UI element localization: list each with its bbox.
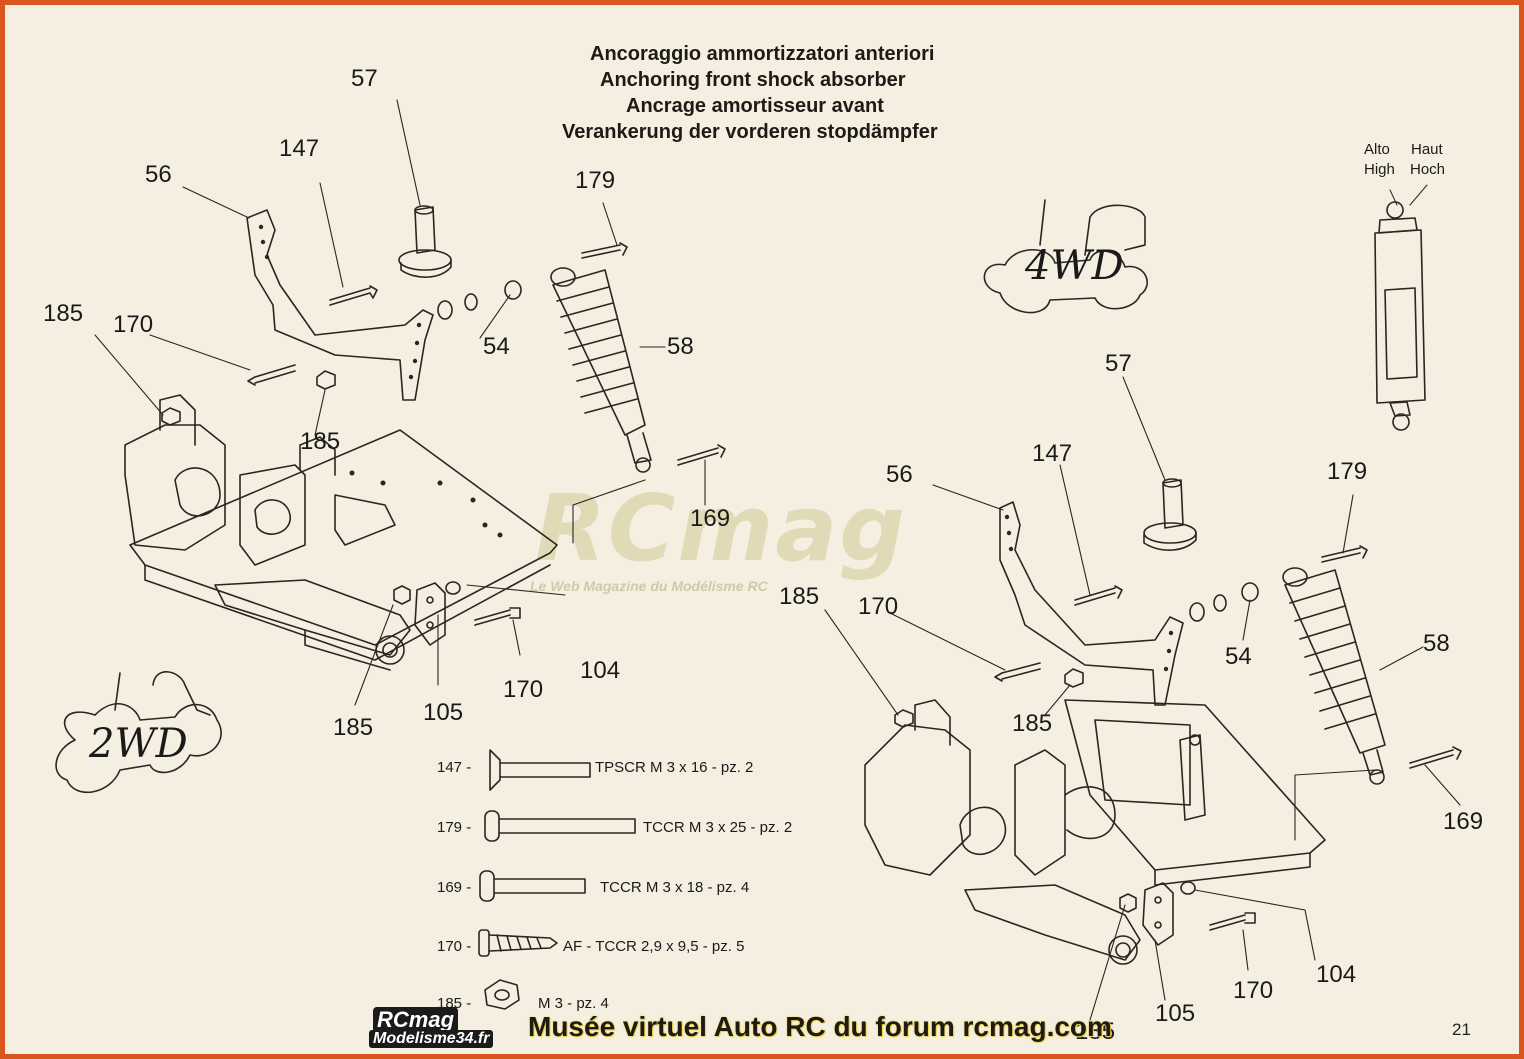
watermark-tagline: Le Web Magazine du Modélisme RC (530, 578, 768, 594)
left-bulkhead (124, 424, 226, 551)
callout-185-right-a: 185 (779, 583, 820, 610)
legend-screw-179-drawing (484, 810, 636, 842)
callout-105-left: 105 (423, 699, 464, 726)
rcmag-logo: RCmag (373, 1007, 459, 1033)
callout-54-right: 54 (1225, 643, 1252, 670)
callout-57-right: 57 (1105, 350, 1132, 377)
left-screw-170 (247, 364, 296, 386)
callout-104-right: 104 (1316, 961, 1357, 988)
legend-code-169: 169 - (437, 879, 472, 896)
shock-position-inset (1374, 184, 1428, 431)
callout-179-right: 179 (1327, 458, 1368, 485)
right-lower-arm (964, 884, 1141, 961)
left-shock-absorber (550, 267, 652, 473)
left-chassis-plate (129, 429, 558, 646)
legend-screw-147-drawing (489, 749, 591, 791)
two-wd-bone-shape (55, 703, 222, 794)
callout-169-right: 169 (1443, 808, 1484, 835)
callout-57-left: 57 (351, 65, 378, 92)
callout-185-left-c: 185 (333, 714, 374, 741)
page-number: 21 (1452, 1020, 1471, 1039)
callout-179-left: 179 (575, 167, 616, 194)
left-screw-147 (329, 285, 378, 306)
right-shock-tower (999, 501, 1184, 706)
label-high: High (1364, 161, 1395, 178)
legend-code-147: 147 - (437, 759, 472, 776)
legend-desc-170: AF - TCCR 2,9 x 9,5 - pz. 5 (563, 938, 745, 955)
callout-104-left: 104 (580, 657, 621, 684)
callout-147-right: 147 (1032, 440, 1073, 467)
label-2wd: 2WD (89, 721, 188, 767)
label-hoch: Hoch (1410, 161, 1446, 178)
callout-185-right-c: 185 (1075, 1018, 1116, 1045)
callout-170-right-a: 170 (858, 593, 899, 620)
title-german: Verankerung der vorderen stopdämpfer (562, 121, 938, 143)
left-screw-169 (677, 444, 726, 466)
callout-170-left-a: 170 (113, 311, 154, 338)
legend-screw-169-drawing (479, 870, 586, 902)
callout-105-right: 105 (1155, 1000, 1196, 1027)
callout-56-left: 56 (145, 161, 172, 188)
callout-169-left: 169 (690, 505, 731, 532)
callout-58-right: 58 (1423, 630, 1450, 657)
left-hub-plate (414, 582, 446, 646)
legend-screw-170-drawing (478, 929, 558, 957)
label-haut: Haut (1411, 141, 1443, 158)
label-alto: Alto (1364, 141, 1390, 158)
legend-desc-179: TCCR M 3 x 25 - pz. 2 (643, 819, 793, 836)
callout-185-right-b: 185 (1012, 710, 1053, 737)
legend-code-179: 179 - (437, 819, 472, 836)
callout-170-right-b: 170 (1233, 977, 1274, 1004)
four-wd-bone-shape (983, 249, 1148, 314)
left-lower-arm (214, 579, 411, 656)
exploded-assembly-drawing (55, 99, 1462, 1021)
left-screw-179 (581, 242, 628, 259)
right-bulkhead (864, 724, 971, 876)
legend-desc-147: TPSCR M 3 x 16 - pz. 2 (595, 759, 754, 776)
label-4wd: 4WD (1025, 243, 1124, 289)
callout-54-left: 54 (483, 333, 510, 360)
right-chassis-plate (1064, 699, 1326, 871)
modelisme34-logo: Modelisme34.fr (369, 1030, 494, 1048)
watermark-brand: RCmag (535, 475, 908, 582)
callout-185-left-b: 185 (300, 428, 341, 455)
callout-185-left-a: 185 (43, 300, 84, 327)
callout-147-left: 147 (279, 135, 320, 162)
footer-caption: Musée virtuel Auto RC du forum rcmag.com (528, 1011, 1112, 1042)
legend-desc-169: TCCR M 3 x 18 - pz. 4 (600, 879, 750, 896)
callout-170-left-b: 170 (503, 676, 544, 703)
title-english: Anchoring front shock absorber (600, 69, 906, 91)
title-french: Ancrage amortisseur avant (626, 95, 884, 117)
right-shock-absorber (1282, 567, 1386, 785)
left-shock-tower (246, 209, 434, 401)
title-italian: Ancoraggio ammortizzatori anteriori (590, 43, 935, 65)
legend-desc-185: M 3 - pz. 4 (538, 995, 609, 1012)
callout-56-right: 56 (886, 461, 913, 488)
legend-nut-185-drawing (484, 979, 520, 1010)
callout-58-left: 58 (667, 333, 694, 360)
legend-code-170: 170 - (437, 938, 472, 955)
left-nut-185 (316, 370, 336, 390)
